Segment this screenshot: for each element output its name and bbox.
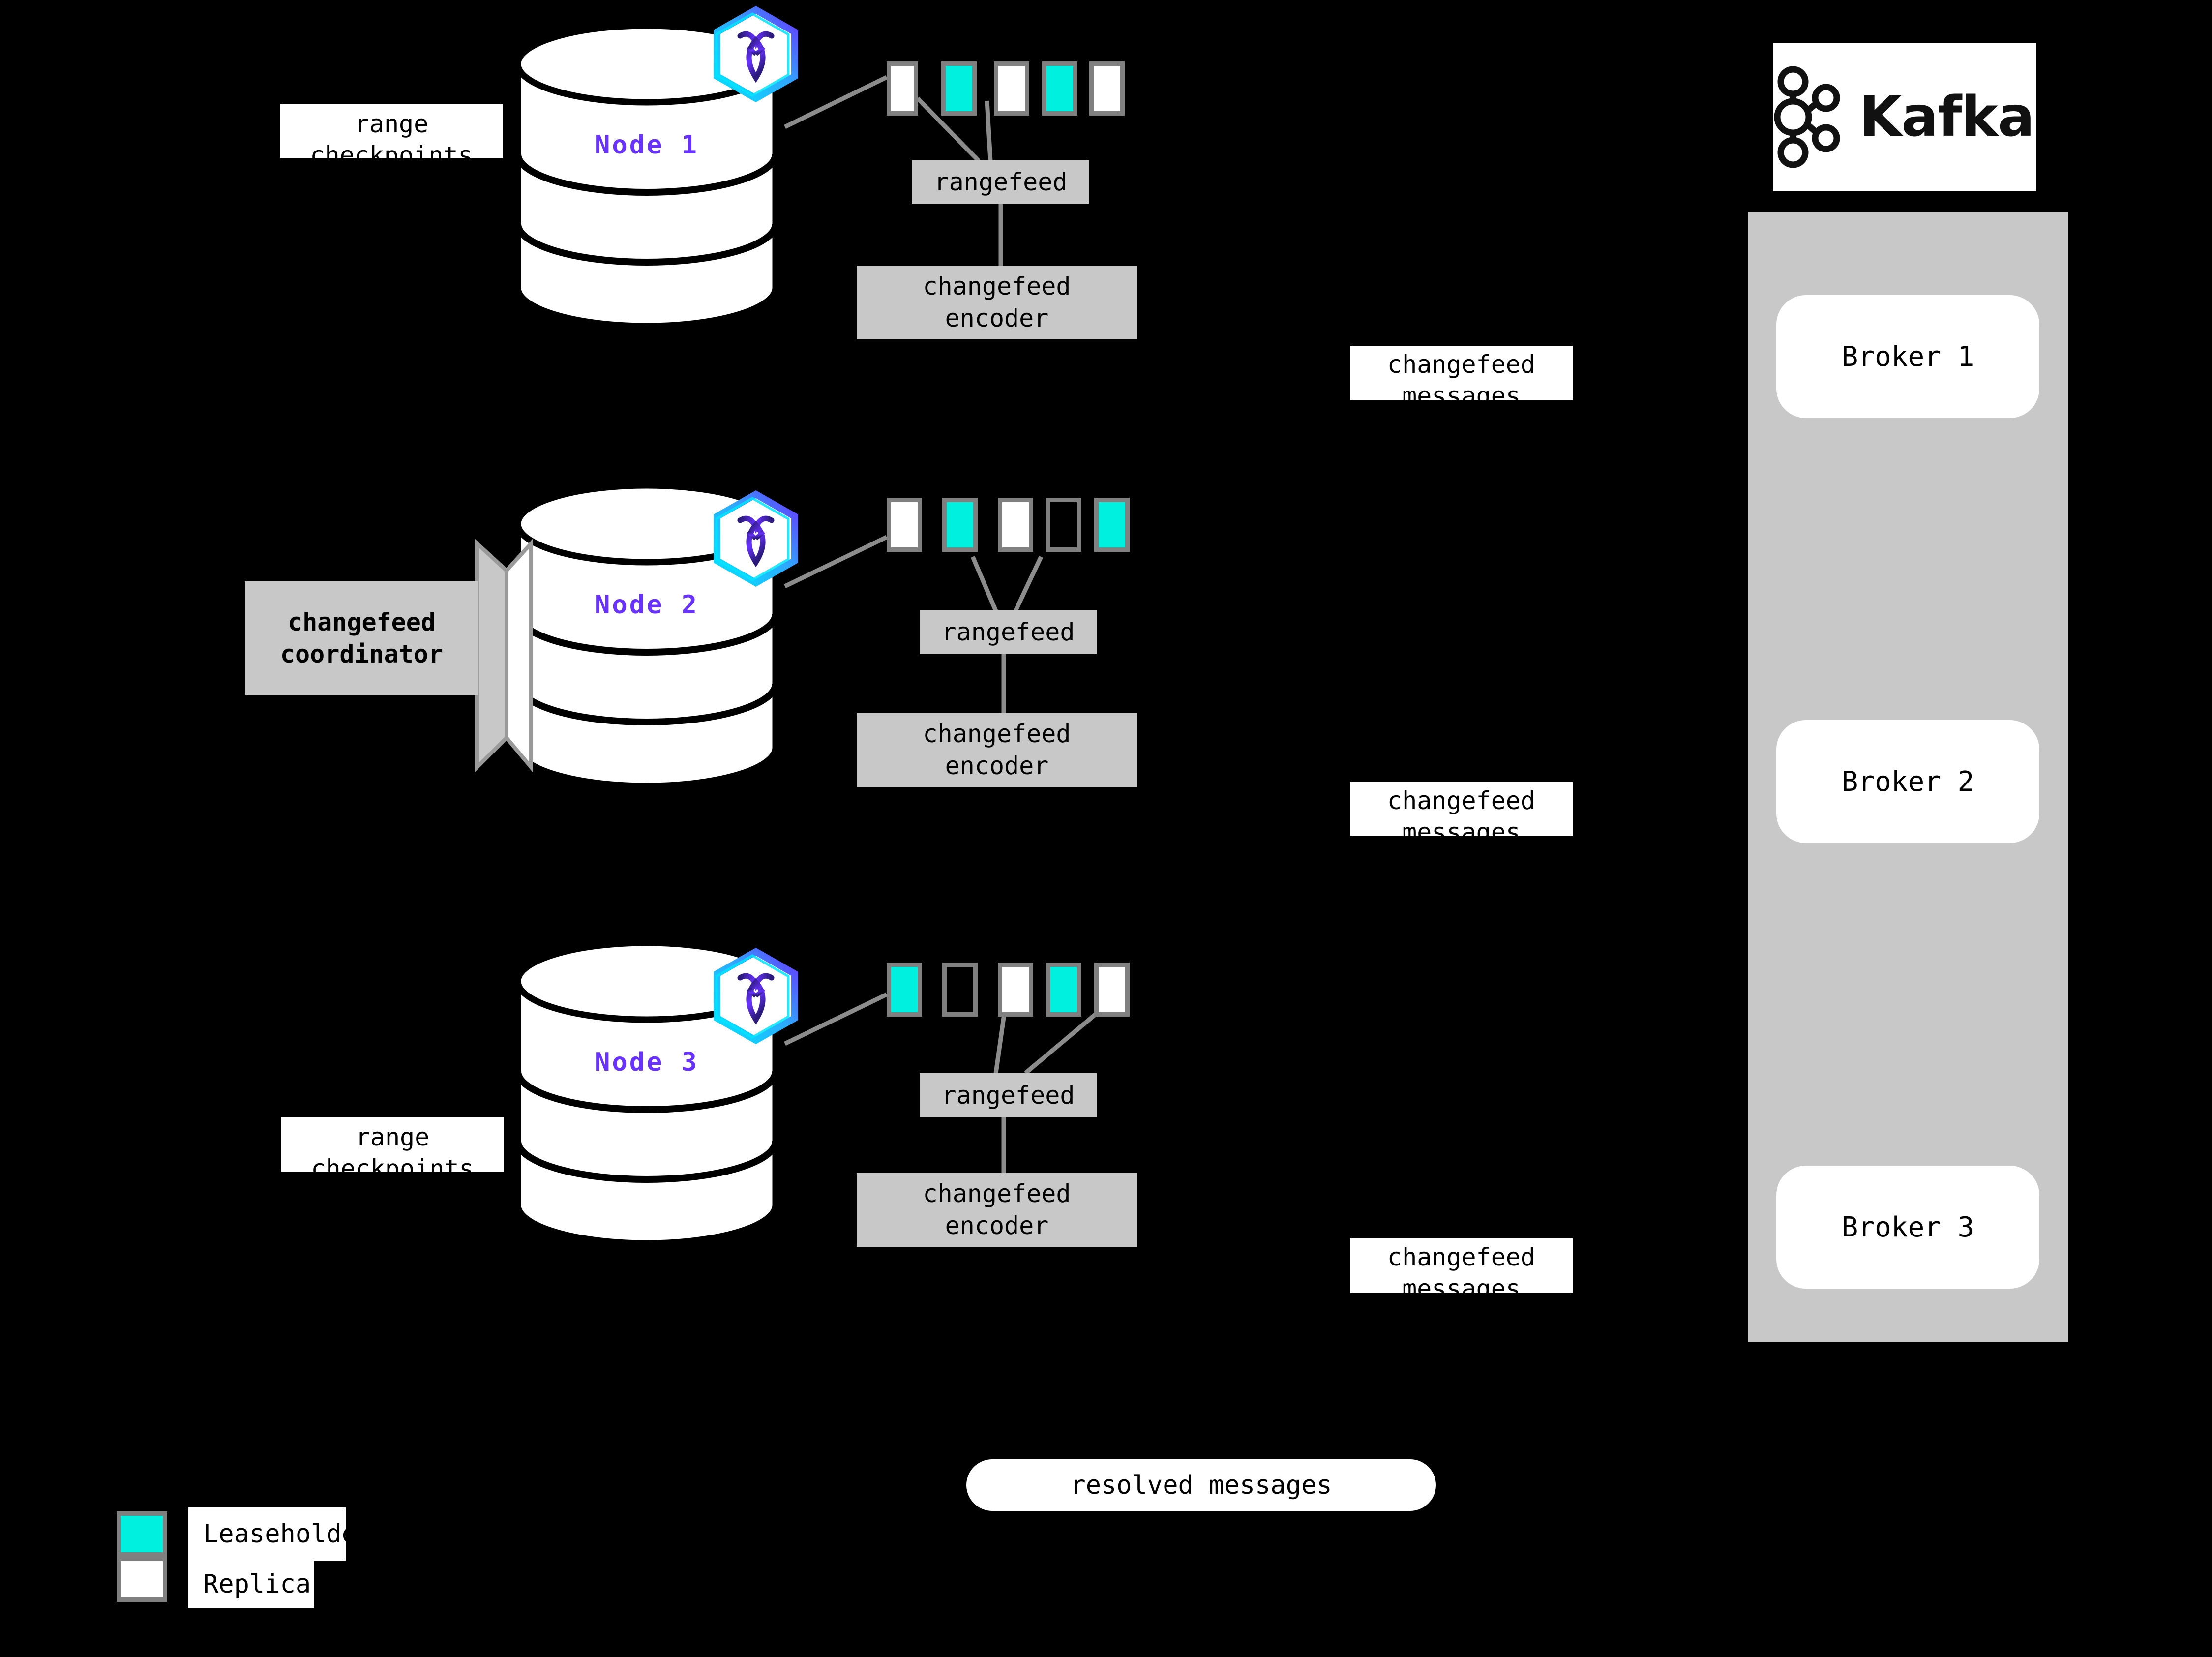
range-box-leaseholder[interactable] [942,498,978,552]
range-box-replica[interactable] [998,498,1033,552]
range-box-replica[interactable] [887,61,918,116]
range-box-leaseholder[interactable] [1042,61,1077,116]
range-box-leaseholder[interactable] [1046,963,1081,1017]
broker-2-box[interactable]: Broker 2 [1776,720,2039,843]
legend-label-leaseholder: Leaseholder [188,1507,372,1561]
range-box-replica[interactable] [998,963,1033,1017]
node-2-range-row [887,498,1142,552]
node-1-range-row [887,61,1142,116]
changefeed-messages-label-2: changefeed messages [1350,782,1573,846]
range-box-empty[interactable] [1046,498,1081,552]
kafka-logo-icon [1774,66,1840,168]
node-2-connectors [784,535,1044,713]
changefeed-messages-label-3: changefeed messages [1350,1238,1573,1303]
range-box-replica[interactable] [1094,963,1130,1017]
node-3-range-row [887,963,1142,1017]
node-3-changefeed-encoder-box[interactable]: changefeed encoder [857,1173,1137,1247]
cockroachdb-hex-logo [714,490,798,587]
changefeed-messages-label-1: changefeed messages [1350,346,1573,410]
node-1-label: Node 1 [595,130,699,160]
coordinator-connector [475,538,533,773]
range-box-empty[interactable] [942,963,978,1017]
range-box-leaseholder[interactable] [941,61,977,116]
node-3-cylinder [514,939,779,1247]
range-box-replica[interactable] [994,61,1029,116]
node-1-changefeed-encoder-box[interactable]: changefeed encoder [857,266,1137,339]
range-checkpoints-label-node3: range checkpoints [281,1117,504,1183]
legend-label-replica: Replica [188,1561,314,1608]
node-1-cylinder [514,22,779,330]
legend-swatch-leaseholder [117,1511,167,1557]
range-box-replica[interactable] [887,498,922,552]
node-3-rangefeed-box[interactable]: rangefeed [920,1073,1097,1117]
range-box-replica[interactable] [1089,61,1125,116]
node-2-changefeed-encoder-box[interactable]: changefeed encoder [857,713,1137,787]
kafka-logo-card: Kafka [1773,43,2036,191]
range-box-leaseholder[interactable] [887,963,922,1017]
node-3-connectors [784,992,1097,1173]
cockroachdb-hex-logo [714,947,798,1045]
node-2-rangefeed-box[interactable]: rangefeed [920,610,1097,654]
range-box-leaseholder[interactable] [1094,498,1130,552]
cockroachdb-hex-logo [714,5,798,103]
node-1-connectors [784,75,1003,266]
node-1-rangefeed-box[interactable]: rangefeed [912,160,1089,204]
resolved-messages-pill[interactable]: resolved messages [966,1459,1436,1511]
node-3-label: Node 3 [595,1048,699,1077]
broker-1-box[interactable]: Broker 1 [1776,295,2039,418]
kafka-logo-text: Kafka [1859,85,2034,149]
range-checkpoints-label-node1: range checkpoints [280,104,503,170]
node-2-label: Node 2 [595,590,699,620]
broker-3-box[interactable]: Broker 3 [1776,1166,2039,1289]
legend: Leaseholder Replica [117,1507,412,1608]
legend-swatch-replica [117,1557,167,1602]
changefeed-coordinator-box: changefeed coordinator [245,581,478,695]
